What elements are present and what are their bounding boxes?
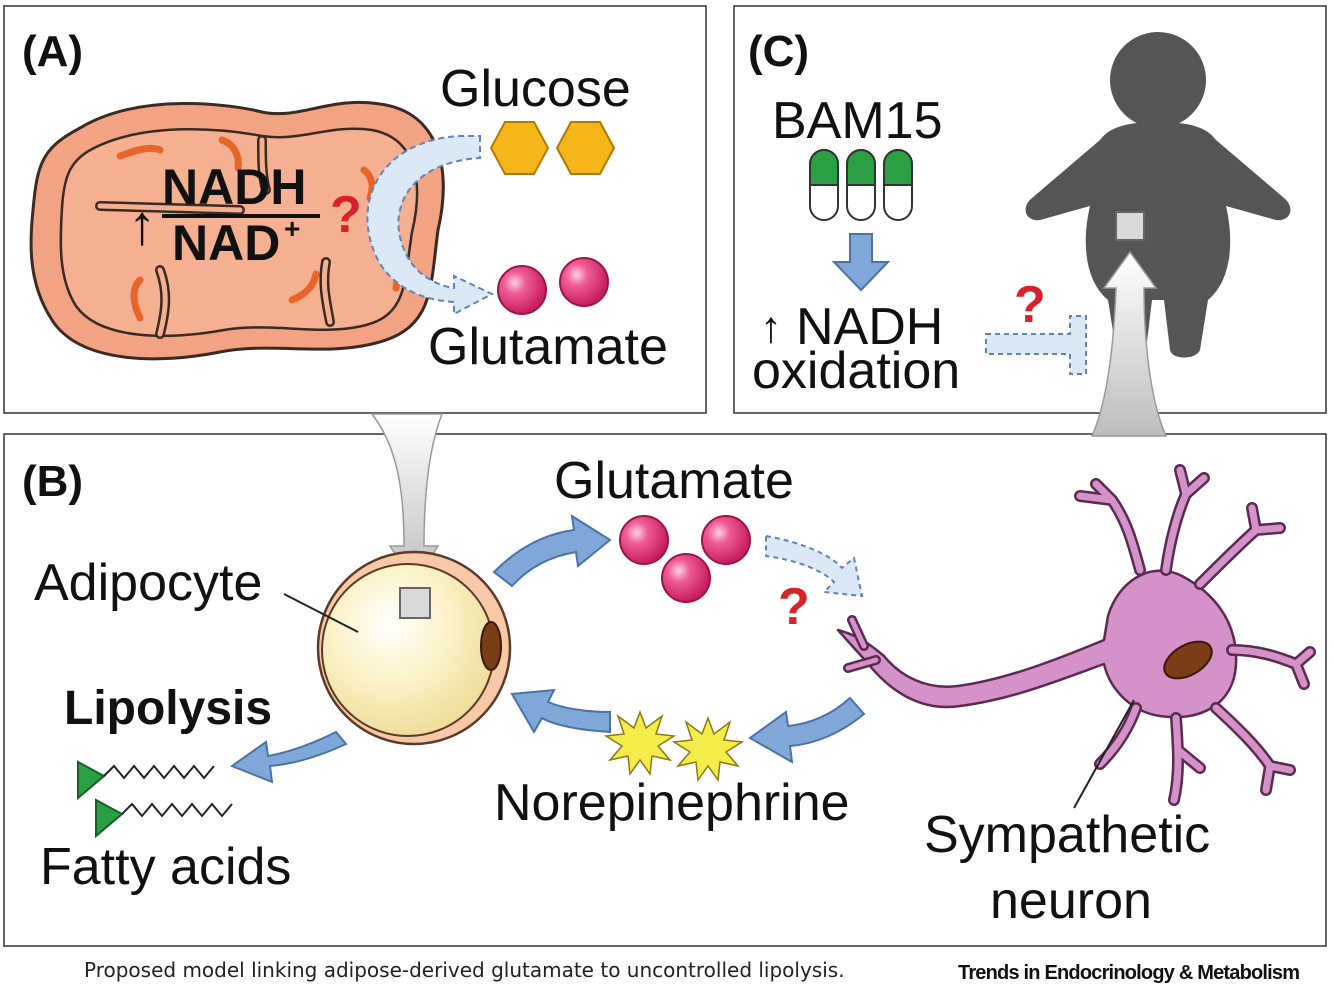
panel-c-letter: (C)	[748, 27, 809, 76]
ratio-denominator: NAD	[172, 215, 280, 271]
norepinephrine-star-icon	[603, 709, 677, 777]
neuron-label-line2: neuron	[990, 872, 1152, 930]
glutamate-sphere-icon	[701, 515, 751, 565]
person-silhouette-icon	[1025, 28, 1291, 358]
adipocyte-to-fatty-acids-arrow	[229, 730, 348, 784]
panel-a-frame	[3, 5, 707, 414]
bam15-label: BAM15	[772, 92, 943, 150]
adipocyte-label: Adipocyte	[34, 554, 262, 612]
neuron-to-norepinephrine-arrow	[748, 696, 866, 764]
pill-icon	[846, 149, 876, 221]
adipocyte-to-glutamate-arrow	[492, 513, 612, 588]
glucose-label: Glucose	[440, 60, 631, 118]
panel-a-question-mark: ?	[330, 186, 362, 244]
glutamate-sphere-icon	[497, 265, 547, 315]
glutamate-sphere-icon	[619, 515, 669, 565]
panel-b-question-mark: ?	[778, 578, 810, 636]
adipocyte-cell-icon	[316, 550, 512, 746]
journal-name: Trends in Endocrinology & Metabolism	[958, 962, 1300, 984]
neuron-leader-line	[1073, 699, 1135, 809]
norepinephrine-label: Norepinephrine	[494, 774, 850, 832]
glutamate-sphere-icon	[559, 257, 609, 307]
norepinephrine-to-adipocyte-arrow	[510, 688, 611, 735]
ratio-up-arrow: ↑	[128, 193, 156, 256]
neuron-icon	[836, 464, 1316, 806]
figure-caption: Proposed model linking adipose-derived g…	[84, 958, 845, 982]
glutamate-label-b: Glutamate	[554, 452, 794, 510]
lipolysis-label: Lipolysis	[64, 682, 272, 735]
fatty-acids-label: Fatty acids	[40, 838, 291, 896]
fatty-acid-icon	[77, 760, 215, 801]
nadh-oxidation-line2: oxidation	[752, 342, 960, 400]
glucose-hexagon-icon	[555, 121, 616, 175]
pill-icon	[883, 149, 913, 221]
adipocyte-leader-line	[283, 593, 359, 633]
panel-a-letter: (A)	[22, 27, 83, 76]
panel-c-frame	[733, 5, 1327, 414]
nadh-oxidation-line1: NADH	[796, 298, 943, 356]
glutamate-label-a: Glutamate	[428, 318, 668, 376]
glucose-hexagon-icon	[489, 121, 550, 175]
ratio-denominator-sup: +	[284, 213, 300, 244]
nadh-up-arrow: ↑	[760, 303, 782, 352]
norepinephrine-star-icon	[671, 715, 745, 783]
neuron-label-line1: Sympathetic	[924, 806, 1210, 864]
bam15-down-arrow	[831, 233, 891, 292]
inhibition-arrow	[985, 315, 1087, 375]
panel-b-frame	[3, 433, 1327, 947]
glucose-to-glutamate-arrow	[366, 135, 495, 316]
panel-b-letter: (B)	[22, 457, 83, 506]
panel-c-question-mark: ?	[1014, 276, 1046, 334]
ratio-numerator: NADH	[162, 159, 306, 215]
glutamate-sphere-icon	[661, 553, 711, 603]
pill-icon	[809, 149, 839, 221]
glutamate-to-neuron-arrow	[765, 534, 864, 598]
fatty-acid-icon	[95, 798, 233, 839]
adipose-to-body-arrow	[1090, 250, 1168, 437]
